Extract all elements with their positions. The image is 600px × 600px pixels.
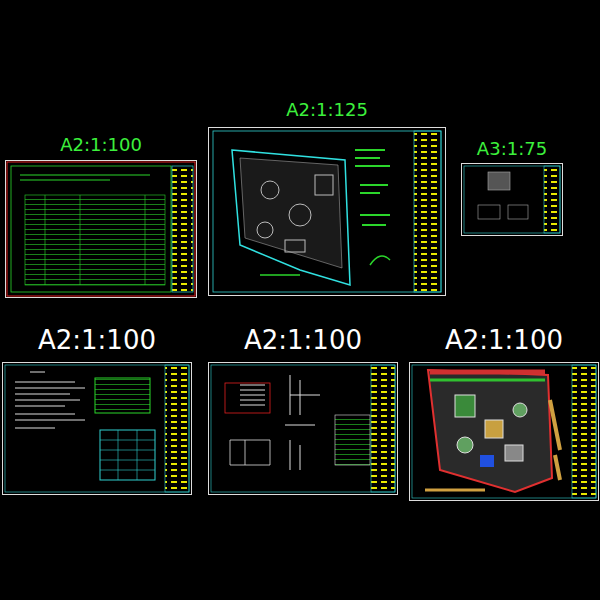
drawing-stroke (480, 455, 494, 467)
drawing-sheet: A2:1:100 (208, 362, 398, 495)
drawing-stroke (412, 365, 596, 498)
drawing-stroke (25, 195, 165, 285)
drawing-stroke (430, 370, 545, 375)
drawing-stroke (485, 420, 503, 438)
drawing-stroke (455, 395, 475, 417)
scale-label: A2:1:100 (0, 135, 226, 155)
drawing-stroke (260, 274, 300, 276)
drawing-stroke (355, 150, 390, 225)
site-plan-sheet (213, 131, 441, 292)
drawing-stroke (550, 400, 560, 480)
drawing-stroke (464, 166, 560, 233)
scale-label: A2:1:100 (179, 326, 427, 355)
drawing-stroke (45, 195, 46, 285)
detail-sheet (464, 166, 560, 233)
scale-label: A2:1:125 (179, 100, 475, 120)
planting-plan-sheet (412, 365, 596, 498)
drawing-stroke (513, 403, 527, 417)
drawing-stroke (572, 365, 596, 498)
drawing-stroke (20, 175, 150, 176)
drawing-stroke (240, 158, 342, 268)
drawing-stroke (425, 489, 485, 492)
drawing-stroke (5, 365, 189, 492)
drawing-stroke (213, 131, 441, 292)
drawing-stroke (285, 240, 305, 252)
section-sheet (211, 365, 395, 492)
drawing-stroke (20, 180, 110, 181)
drawing-stroke (15, 372, 85, 428)
drawing-stroke (100, 430, 155, 480)
drawing-sheet: A2:1:100 (2, 362, 192, 495)
drawing-stroke (240, 385, 265, 405)
drawing-stroke (145, 195, 146, 285)
drawing-stroke (95, 378, 150, 413)
drawing-stroke (257, 222, 273, 238)
drawing-stroke (80, 195, 81, 285)
drawing-stroke (414, 131, 441, 292)
drawing-stroke (211, 365, 395, 492)
drawing-stroke (430, 379, 545, 382)
notes-sheet (5, 365, 189, 492)
drawing-stroke (315, 175, 333, 195)
drawing-stroke (428, 370, 552, 492)
drawing-stroke (172, 166, 193, 292)
drawing-stroke (335, 415, 370, 465)
drawing-stroke (165, 365, 189, 492)
drawing-stroke (478, 205, 500, 219)
scale-label: A2:1:100 (380, 326, 600, 355)
drawing-stroke (232, 150, 350, 285)
drawing-stroke (230, 440, 270, 465)
drawing-stroke (11, 166, 171, 292)
drawing-stroke (505, 445, 523, 461)
drawing-stroke (7, 162, 195, 296)
drawing-sheet: A2:1:125 (208, 127, 446, 296)
drawing-stroke (285, 375, 320, 470)
drawing-stroke (508, 205, 528, 219)
drawing-stroke (261, 181, 279, 199)
drawing-stroke (289, 204, 311, 226)
drawing-stroke (457, 437, 473, 453)
drawing-stroke (225, 383, 270, 413)
drawing-stroke (488, 172, 510, 190)
drawing-sheet: A2:1:100 (409, 362, 599, 501)
drawing-sheet: A3:1:75 (461, 163, 563, 236)
drawing-stroke (371, 365, 395, 492)
schedule-sheet (7, 162, 195, 296)
scale-label: A3:1:75 (432, 139, 592, 159)
scale-label: A2:1:100 (0, 326, 221, 355)
drawing-stroke (100, 430, 155, 480)
drawing-stroke (544, 166, 560, 233)
drawing-stroke (370, 256, 390, 265)
drawing-sheet: A2:1:100 (5, 160, 197, 298)
